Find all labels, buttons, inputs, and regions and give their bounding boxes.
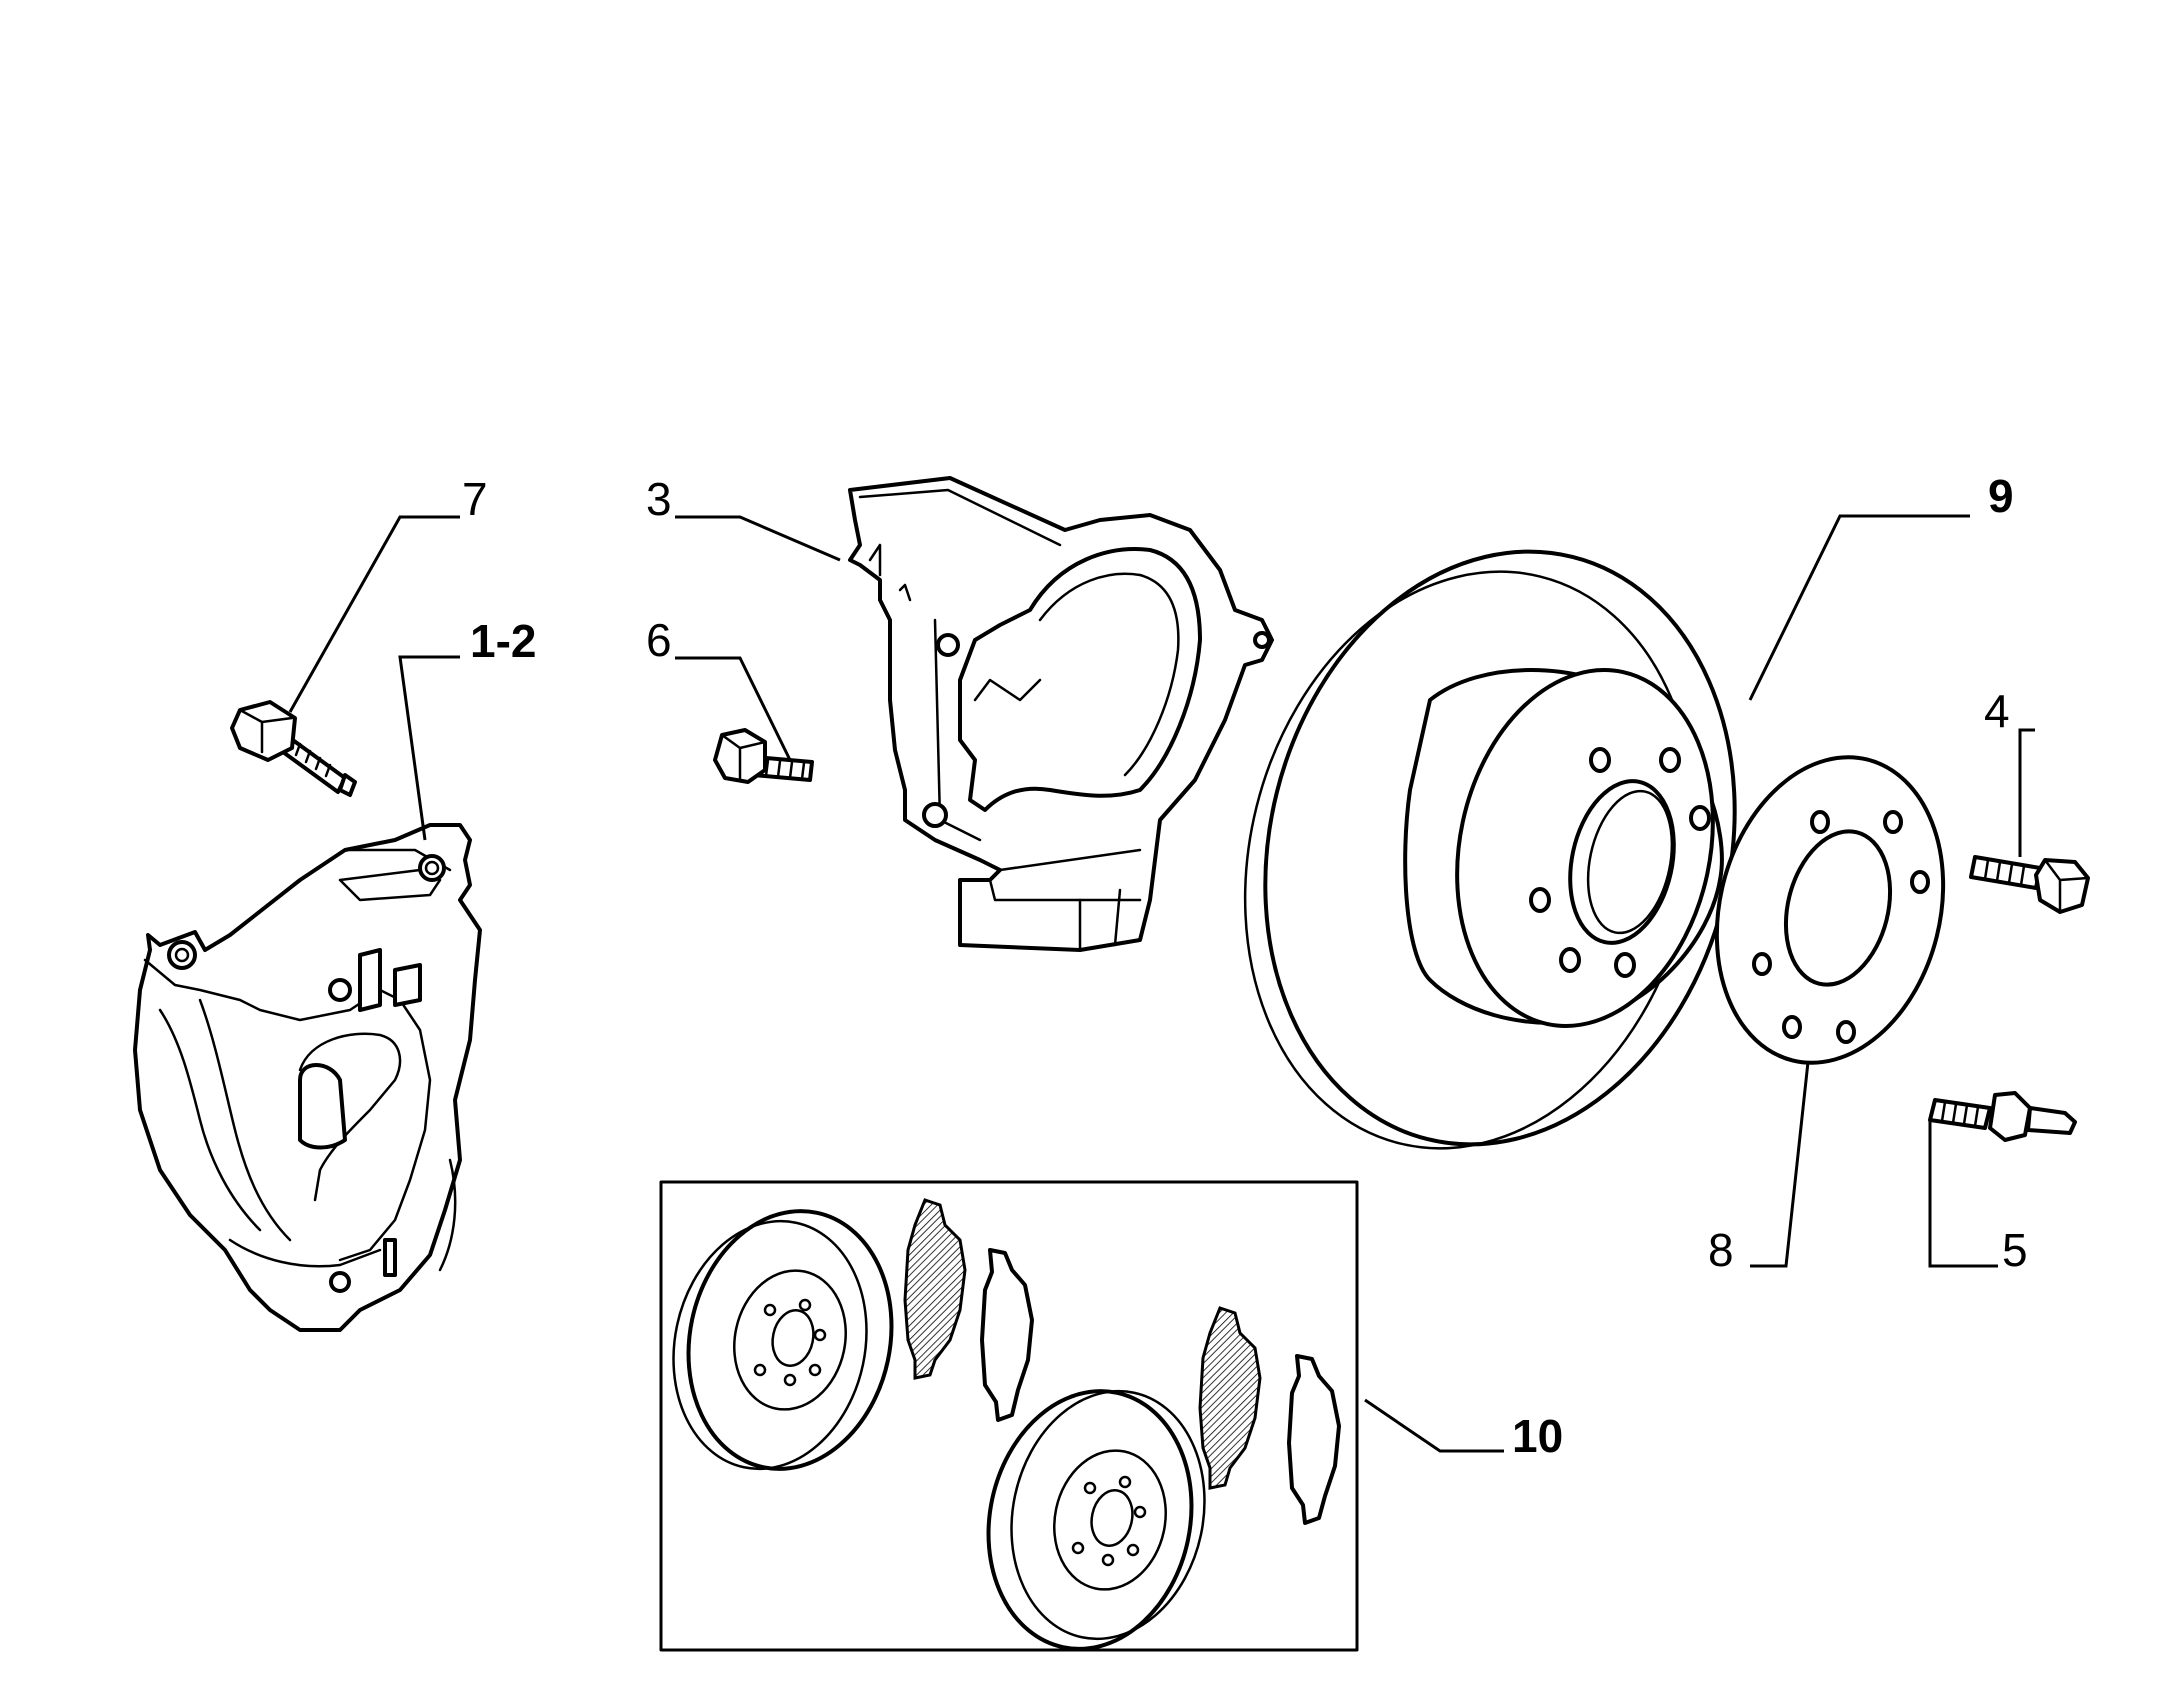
callout-labels: 7 1-2 3 6 9 4 8 5 10: [462, 470, 2028, 1462]
callout-7: 7: [462, 473, 488, 525]
callout-6: 6: [646, 614, 672, 666]
callout-9: 9: [1988, 470, 2014, 522]
callout-4: 4: [1984, 685, 2010, 737]
shield-bolt[interactable]: [713, 728, 814, 784]
callout-10: 10: [1512, 1410, 1563, 1462]
wheel-stud[interactable]: [1928, 1091, 2077, 1142]
callout-3: 3: [646, 473, 672, 525]
callout-1-2: 1-2: [470, 615, 536, 667]
callout-5: 5: [2002, 1224, 2028, 1276]
dust-shield[interactable]: [848, 476, 1274, 952]
brake-kit-box[interactable]: [651, 1180, 1359, 1668]
leader-lines: [288, 514, 2035, 1453]
brake-caliper[interactable]: [133, 823, 482, 1332]
caliper-bolt[interactable]: [230, 700, 357, 797]
disc-bolt[interactable]: [1969, 855, 2090, 914]
callout-8: 8: [1708, 1224, 1734, 1276]
spacer-ring[interactable]: [1686, 733, 1974, 1087]
brake-disc[interactable]: [1186, 501, 1796, 1196]
